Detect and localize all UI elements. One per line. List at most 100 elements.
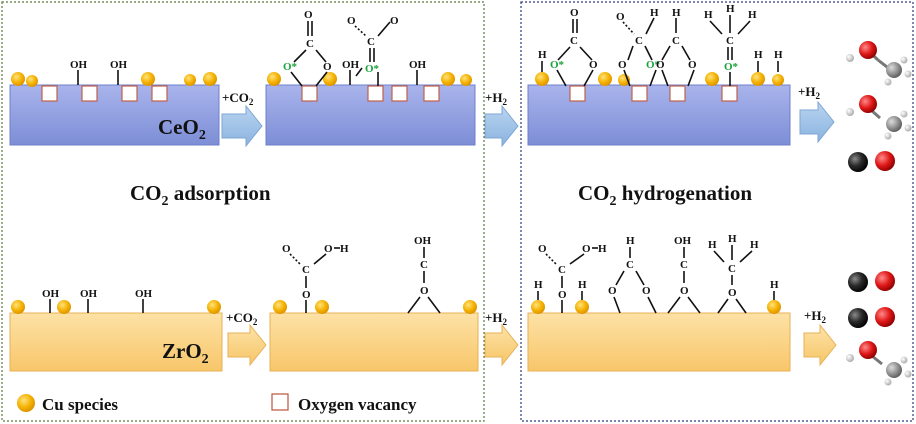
svg-text:O: O xyxy=(302,289,311,301)
oxygen-vacancies xyxy=(569,85,738,102)
co-molecule xyxy=(848,271,895,292)
svg-text:O: O xyxy=(390,15,399,27)
svg-text:H: H xyxy=(770,279,779,291)
oxygen-vacancies xyxy=(301,85,440,102)
svg-text:O: O xyxy=(347,15,356,27)
svg-text:C: C xyxy=(420,259,428,271)
svg-text:O: O xyxy=(616,11,625,23)
adsorbed-hydrogen: H H H xyxy=(534,279,779,300)
hydroxyl-label: OH xyxy=(70,59,88,71)
methanol-molecule xyxy=(846,41,912,86)
svg-text:O: O xyxy=(582,243,591,255)
methanol-molecule xyxy=(846,95,912,140)
cu-species-particles xyxy=(267,72,472,86)
cu-species-particles xyxy=(11,72,217,87)
svg-text:H: H xyxy=(726,3,735,15)
formate-species: OH C O xyxy=(407,235,441,314)
carbonate-bidentate: O C O* O xyxy=(550,7,598,87)
svg-text:O: O xyxy=(538,243,547,255)
svg-text:O: O xyxy=(589,59,598,71)
svg-text:C: C xyxy=(302,264,310,276)
svg-text:O*: O* xyxy=(646,59,661,71)
svg-text:O: O xyxy=(728,287,737,299)
hydroxyl-label: OH xyxy=(409,59,427,71)
svg-text:H: H xyxy=(598,243,607,255)
svg-text:H: H xyxy=(578,279,587,291)
svg-text:OH: OH xyxy=(414,235,432,247)
arrow-icon xyxy=(484,323,519,367)
cu-species-particles xyxy=(11,300,221,314)
svg-text:O: O xyxy=(323,61,332,73)
svg-text:C: C xyxy=(635,35,643,47)
co2-hydrogenation-title: CO2 hydrogenation xyxy=(578,181,752,209)
hydrogenation-panel-border xyxy=(520,1,914,422)
adsorbed-hydrogen: H H H xyxy=(538,49,783,72)
methanol-molecule xyxy=(846,341,912,386)
hydroxyl-label: OH xyxy=(110,59,128,71)
svg-text:O: O xyxy=(558,289,567,301)
svg-text:H: H xyxy=(754,49,763,61)
svg-text:O: O xyxy=(324,243,333,255)
cu-species-legend-label: Cu species xyxy=(42,395,118,414)
plus-co2-label: +CO2 xyxy=(226,310,258,327)
arrow-icon xyxy=(221,104,263,148)
cu-species-legend-icon xyxy=(17,394,35,412)
arrow-icon xyxy=(803,323,837,367)
co-molecule xyxy=(848,151,895,172)
carbonate-bidentate: O O C O* xyxy=(347,15,399,86)
svg-text:C: C xyxy=(626,259,634,271)
svg-text:H: H xyxy=(708,239,717,251)
cu-species-particles xyxy=(531,300,781,314)
svg-text:C: C xyxy=(672,35,680,47)
svg-text:O: O xyxy=(680,285,689,297)
svg-text:H: H xyxy=(748,9,757,21)
svg-text:H: H xyxy=(650,7,659,19)
carbonate-bidentate: O C O* O xyxy=(283,9,332,87)
hydroxyl-label: OH xyxy=(80,288,98,300)
svg-text:O: O xyxy=(420,285,429,297)
hydroxyl-label: OH xyxy=(135,288,153,300)
svg-text:C: C xyxy=(680,259,688,271)
cu-species-particles xyxy=(273,300,477,314)
svg-text:O: O xyxy=(304,9,313,21)
plus-h2-label: +H2 xyxy=(485,90,508,107)
zro2-slab xyxy=(269,312,479,372)
formate-species: OH C O xyxy=(667,235,701,314)
zro2-label: ZrO2 xyxy=(162,339,209,367)
ceo2-label: CeO2 xyxy=(158,115,206,143)
svg-text:O: O xyxy=(570,7,579,19)
arrow-icon xyxy=(227,323,267,367)
svg-text:C: C xyxy=(728,263,736,275)
ceo2-slab xyxy=(527,84,791,146)
svg-text:C: C xyxy=(367,36,375,48)
oxygen-vacancy-legend-icon xyxy=(271,393,289,411)
plus-h2-label: +H2 xyxy=(798,84,821,101)
svg-text:H: H xyxy=(704,9,713,21)
zro2-slab xyxy=(9,312,223,372)
formate-species: H C O O xyxy=(608,235,657,314)
svg-text:C: C xyxy=(558,264,566,276)
arrow-icon xyxy=(484,104,519,148)
co-molecule xyxy=(848,307,895,328)
svg-text:C: C xyxy=(306,38,314,50)
svg-text:O: O xyxy=(688,59,697,71)
adsorption-panel-border xyxy=(1,1,485,422)
svg-text:C: C xyxy=(570,35,578,47)
svg-text:O*: O* xyxy=(365,63,380,75)
svg-text:OH: OH xyxy=(674,235,692,247)
svg-text:O: O xyxy=(642,285,651,297)
bicarbonate-species: O O H C O xyxy=(538,243,607,313)
svg-text:H: H xyxy=(672,7,681,19)
svg-text:H: H xyxy=(750,239,759,251)
svg-text:C: C xyxy=(726,35,734,47)
co2-adsorption-title: CO2 adsorption xyxy=(130,181,271,209)
svg-text:O: O xyxy=(282,243,291,255)
svg-text:O: O xyxy=(618,59,627,71)
svg-text:O*: O* xyxy=(724,61,739,73)
svg-text:O*: O* xyxy=(283,61,298,73)
svg-text:H: H xyxy=(626,235,635,247)
svg-text:O: O xyxy=(608,285,617,297)
hydroxyl-label: OH xyxy=(42,288,60,300)
svg-text:O*: O* xyxy=(550,59,565,71)
